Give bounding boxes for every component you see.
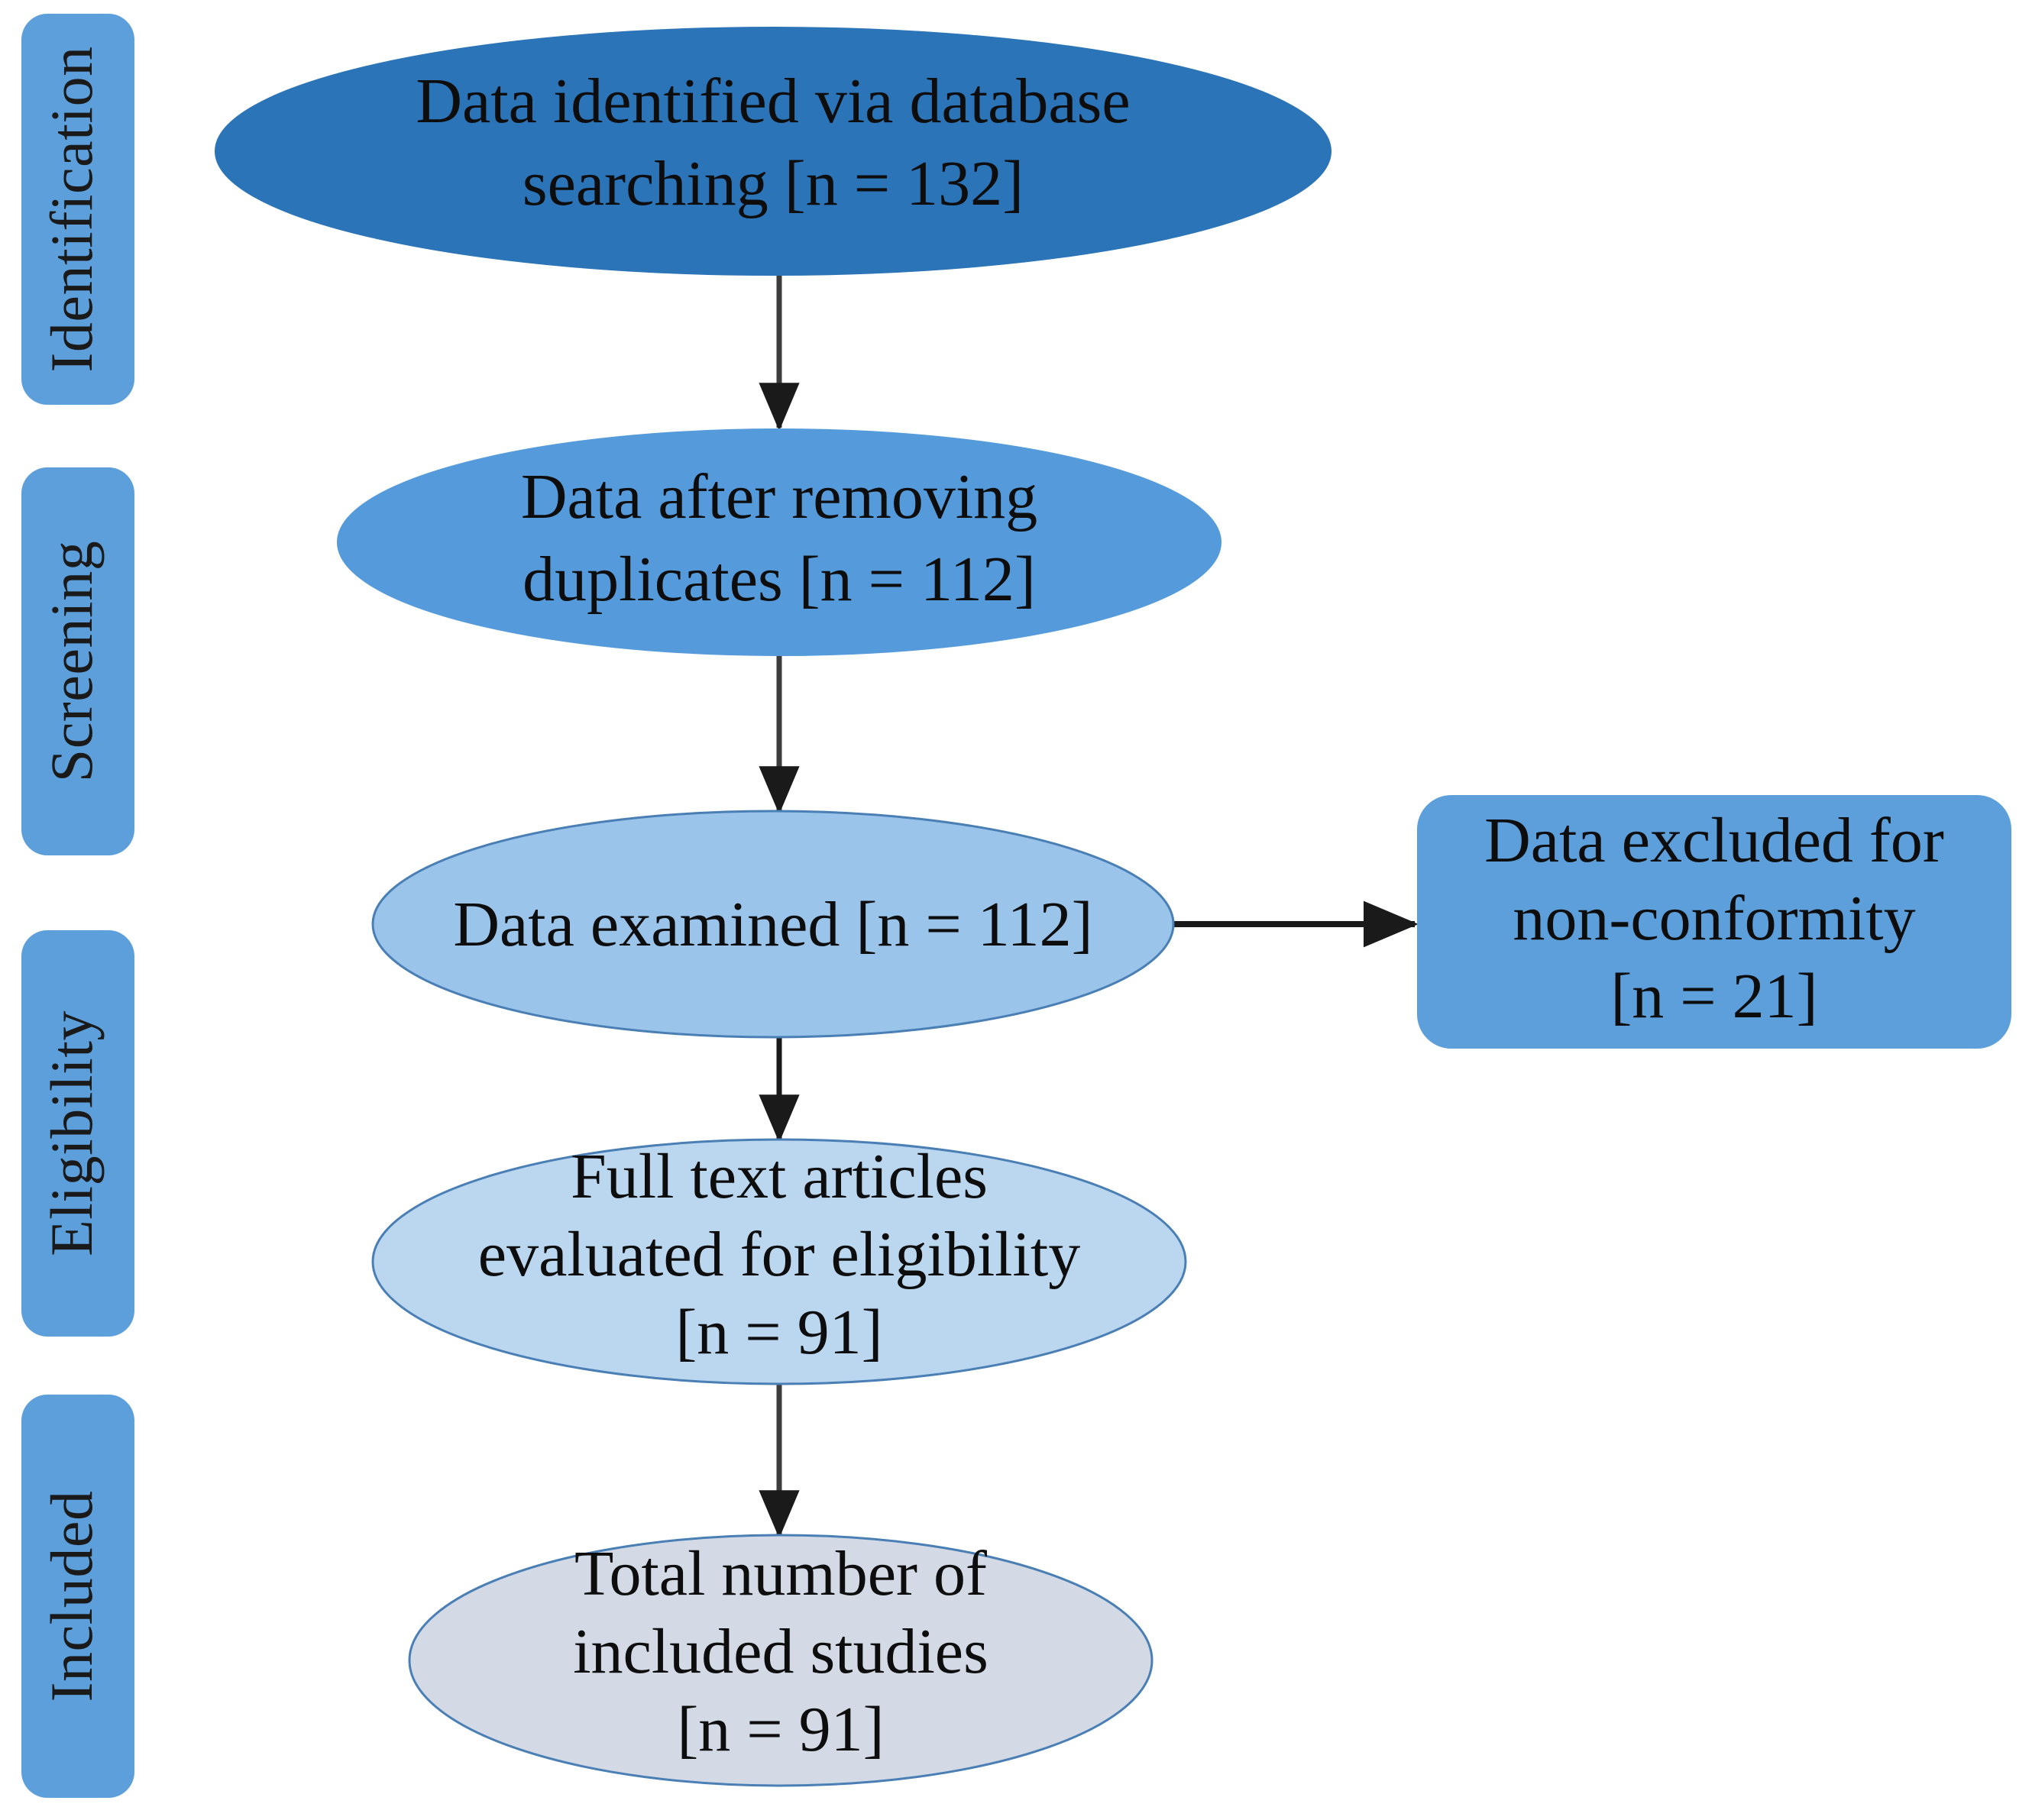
node-deduplicated-shape <box>337 428 1221 656</box>
stage-tab-eligibility[interactable]: Eligibility <box>21 930 134 1337</box>
node-examined-shape <box>371 810 1175 1039</box>
node-identified[interactable]: Data identified via database searching [… <box>215 27 1331 276</box>
node-excluded-line-2: non-conformity <box>1513 883 1915 954</box>
node-included-total-line-2: included studies <box>573 1616 988 1687</box>
node-excluded-shape <box>1417 795 2011 1049</box>
node-excluded-line-3: [n = 21] <box>1610 961 1817 1032</box>
node-included-total-line-1: Total number of <box>574 1538 987 1609</box>
node-included-total-shape <box>408 1534 1154 1787</box>
node-examined-line-1: Data examined [n = 112] <box>453 889 1092 960</box>
stage-tab-included[interactable]: Included <box>21 1395 134 1798</box>
stage-tab-identification[interactable]: Identification <box>21 14 134 405</box>
node-identified-line-2: searching [n = 132] <box>523 148 1024 219</box>
stage-tab-identification-label: Identification <box>38 46 105 372</box>
node-fulltext-line-3: [n = 91] <box>675 1297 882 1368</box>
node-included-total[interactable]: Total number of included studies [n = 91… <box>408 1534 1154 1787</box>
stage-tab-eligibility-label: Eligibility <box>38 1010 105 1256</box>
node-fulltext[interactable]: Full text articles evaluated for eligibi… <box>371 1138 1187 1385</box>
node-deduplicated[interactable]: Data after removing duplicates [n = 112] <box>337 428 1221 656</box>
node-deduplicated-line-2: duplicates [n = 112] <box>523 544 1036 615</box>
stage-tab-screening-label: Screening <box>38 541 105 782</box>
node-deduplicated-line-1: Data after removing <box>521 461 1037 532</box>
node-fulltext-line-2: evaluated for eligibility <box>478 1219 1080 1290</box>
node-excluded[interactable]: Data excluded for non-conformity [n = 21… <box>1417 795 2011 1049</box>
stage-tab-included-bg <box>21 1395 134 1798</box>
node-identified-shape <box>215 27 1331 276</box>
stage-tab-screening[interactable]: Screening <box>21 467 134 855</box>
stage-tab-included-label: Included <box>38 1491 105 1702</box>
connectors <box>759 275 1419 1539</box>
stage-tab-screening-bg <box>21 467 134 855</box>
node-excluded-line-1: Data excluded for <box>1484 805 1944 876</box>
node-fulltext-shape <box>371 1138 1187 1385</box>
node-fulltext-line-1: Full text articles <box>571 1141 988 1212</box>
node-included-total-line-3: [n = 91] <box>677 1694 884 1765</box>
stage-tab-eligibility-bg <box>21 930 134 1337</box>
node-examined[interactable]: Data examined [n = 112] <box>371 810 1175 1039</box>
stage-label-column: Identification Screening Eligibility Inc… <box>21 14 134 1798</box>
stage-tab-identification-bg <box>21 14 134 405</box>
node-identified-line-1: Data identified via database <box>416 66 1130 137</box>
